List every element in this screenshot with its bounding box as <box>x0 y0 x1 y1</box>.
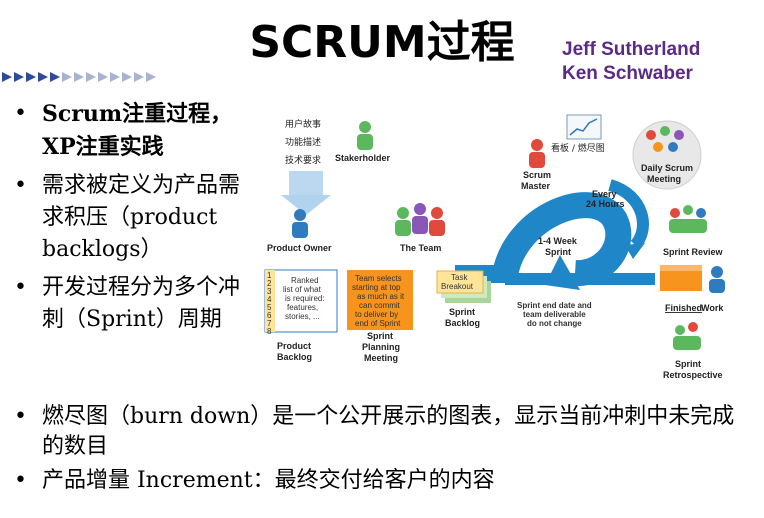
input-arrow <box>281 171 331 215</box>
backlog-num: 5 <box>267 303 272 312</box>
bullet-item: Scrum注重过程，XP注重实践 <box>12 98 252 164</box>
sprint-end-note-3: do not change <box>527 319 582 328</box>
daily-meeting-label-2: Meeting <box>647 174 681 184</box>
left-bullet-list: Scrum注重过程，XP注重实践 需求被定义为产品需求积压（product ba… <box>12 98 252 342</box>
bullet-item: 产品增量 Increment：最终交付给客户的内容 <box>12 466 752 496</box>
sprint-backlog-label-2: Backlog <box>445 318 480 328</box>
every-24-label-1: Every <box>592 189 617 199</box>
scrum-process-diagram: 用户故事 功能描述 技术要求 Stakerholder Product Owne… <box>264 114 725 380</box>
planning-box <box>347 270 413 330</box>
planning-note-line: as much as it <box>357 292 405 301</box>
sprint-retro-label-1: Sprint <box>675 359 701 369</box>
planning-note-line: starting at top <box>352 283 401 292</box>
authors: Jeff Sutherland Ken Schwaber <box>562 38 700 86</box>
work-label: Work <box>701 303 724 313</box>
burndown-board-icon <box>566 114 602 140</box>
sprint-length-label-2: Sprint <box>545 247 571 257</box>
author-2: Ken Schwaber <box>562 63 693 84</box>
backlog-num: 8 <box>267 327 272 336</box>
planning-note-line: to deliver by <box>355 310 398 319</box>
sprint-backlog-label-1: Sprint <box>449 307 475 317</box>
bullet-item: 燃尽图（burn down）是一个公开展示的图表，显示当前冲刺中未完成的数目 <box>12 402 752 462</box>
task-breakout-stack <box>436 270 491 303</box>
daily-meeting-icon <box>632 120 702 190</box>
product-owner-icon <box>292 209 308 238</box>
author-1: Jeff Sutherland <box>562 39 701 60</box>
backlog-num: 7 <box>267 319 272 328</box>
task-breakout-label-1: Task <box>451 273 468 282</box>
bullet-text: 开发过程分为多个冲刺（Sprint）周期 <box>42 275 241 332</box>
sprint-retro-icon <box>673 322 701 350</box>
flow-arrow <box>505 273 655 285</box>
planning-label-3: Meeting <box>364 353 398 363</box>
sprint-length-label-1: 1-4 Week <box>538 236 578 246</box>
bullet-item: 开发过程分为多个冲刺（Sprint）周期 <box>12 272 252 336</box>
backlog-num: 3 <box>267 287 272 296</box>
sprint-review-label: Sprint Review <box>663 247 724 257</box>
product-owner-label: Product Owner <box>267 243 332 253</box>
backlog-num: 2 <box>267 279 272 288</box>
feature-desc-label: 功能描述 <box>285 136 321 148</box>
decorative-arrow-row <box>2 72 156 82</box>
backlog-num: 6 <box>267 311 272 320</box>
backlog-note-line: stories, ... <box>285 312 320 321</box>
stakeholder-person-icon <box>357 121 373 150</box>
product-backlog-label-1: Product <box>277 341 311 351</box>
sprint-retro-label-2: Retrospective <box>663 370 723 380</box>
bullet-text: 燃尽图（burn down）是一个公开展示的图表，显示当前冲刺中未完成的数目 <box>42 404 735 459</box>
finished-label: Finished <box>665 303 702 313</box>
backlog-note-line: features, <box>287 303 318 312</box>
backlog-note-line: is required: <box>285 294 325 303</box>
backlog-note-line: list of what <box>283 285 322 294</box>
sprint-review-icon <box>669 205 707 233</box>
product-backlog-label-2: Backlog <box>277 352 312 362</box>
planning-note-line: end of Sprint <box>355 319 401 328</box>
board-label: 看板 / 燃尽图 <box>551 142 605 154</box>
bullet-text: Scrum注重过程，XP注重实践 <box>42 101 233 160</box>
scrum-master-label-2: Master <box>521 181 551 191</box>
sprint-end-note-1: Sprint end date and <box>517 301 592 310</box>
scrum-master-icon <box>529 139 545 168</box>
task-breakout-label-2: Breakout <box>441 282 474 291</box>
stakeholder-label: Stakerholder <box>335 153 391 163</box>
daily-meeting-label-1: Daily Scrum <box>641 163 693 173</box>
bullet-item: 需求被定义为产品需求积压（product backlogs） <box>12 170 252 266</box>
page-title: SCRUM过程 <box>249 17 515 68</box>
backlog-num: 4 <box>267 295 272 304</box>
every-24-label-2: 24 Hours <box>586 199 625 209</box>
bullet-text: 需求被定义为产品需求积压（product backlogs） <box>42 173 241 262</box>
planning-note-line: can commit <box>359 301 401 310</box>
backlog-note-line: Ranked <box>291 276 319 285</box>
user-story-label: 用户故事 <box>285 118 321 130</box>
planning-label-2: Planning <box>362 342 400 352</box>
backlog-num: 1 <box>267 271 272 280</box>
planning-note-line: Team selects <box>355 274 402 283</box>
planning-label-1: Sprint <box>367 331 393 341</box>
tech-req-label: 技术要求 <box>285 154 321 166</box>
finished-person-icon <box>709 266 725 293</box>
team-label: The Team <box>400 243 441 253</box>
bullet-text: 产品增量 Increment：最终交付给客户的内容 <box>42 468 495 493</box>
sprint-end-note-2: team deliverable <box>523 310 586 319</box>
team-icon <box>395 203 445 236</box>
finished-work-box <box>660 265 702 291</box>
product-backlog-list <box>264 269 338 333</box>
bottom-bullet-list: 燃尽图（burn down）是一个公开展示的图表，显示当前冲刺中未完成的数目 产… <box>12 402 752 496</box>
scrum-master-label-1: Scrum <box>523 170 551 180</box>
